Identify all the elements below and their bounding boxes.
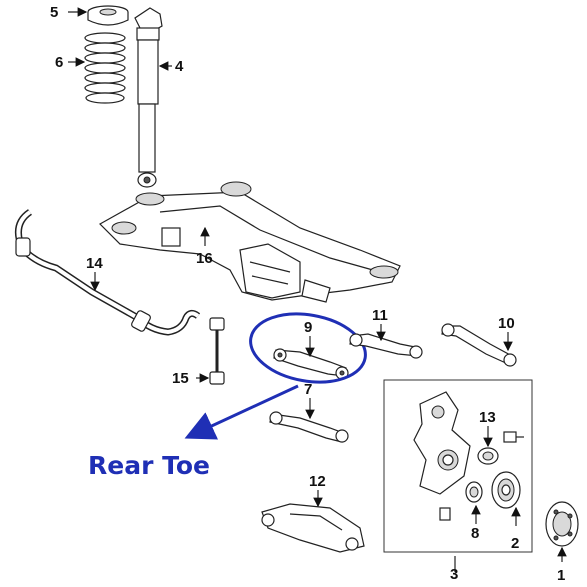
wheel-bearing	[491, 471, 521, 509]
part-label-11: 11	[372, 307, 388, 324]
lower-bushing	[439, 481, 483, 521]
stabilizer-bar	[14, 209, 201, 336]
knuckle-bushing	[477, 431, 524, 465]
camber-control-arm	[441, 323, 517, 367]
upper-control-arm	[349, 333, 423, 359]
coil-spring	[84, 32, 126, 104]
shock-absorber	[134, 7, 163, 188]
part-label-2: 2	[511, 535, 519, 552]
wheel-hub	[545, 501, 579, 547]
part-label-8: 8	[471, 525, 479, 542]
part-label-9: 9	[304, 319, 312, 336]
part-label-7: 7	[304, 381, 312, 398]
part-label-6: 6	[55, 54, 63, 71]
part-label-5: 5	[50, 4, 58, 21]
rear-subframe	[99, 181, 401, 303]
rear-toe-annotation: Rear Toe	[88, 451, 210, 480]
rear-toe-highlight-circle	[249, 312, 367, 384]
steering-knuckle	[413, 391, 471, 495]
part-label-15: 15	[172, 370, 189, 387]
strut-top-mount	[87, 5, 129, 26]
stabilizer-link	[209, 317, 225, 385]
lower-spring-arm	[261, 503, 365, 553]
lower-control-link	[269, 411, 349, 443]
rear-toe-arrow	[184, 384, 299, 440]
part-label-14: 14	[86, 255, 103, 272]
part-label-10: 10	[498, 315, 515, 332]
part-label-13: 13	[479, 409, 496, 426]
part-label-1: 1	[557, 567, 565, 584]
part-label-12: 12	[309, 473, 326, 490]
part-label-3: 3	[450, 566, 458, 583]
part-label-4: 4	[175, 58, 184, 75]
knuckle-assembly-inset	[383, 379, 533, 553]
part-label-16: 16	[196, 250, 213, 267]
